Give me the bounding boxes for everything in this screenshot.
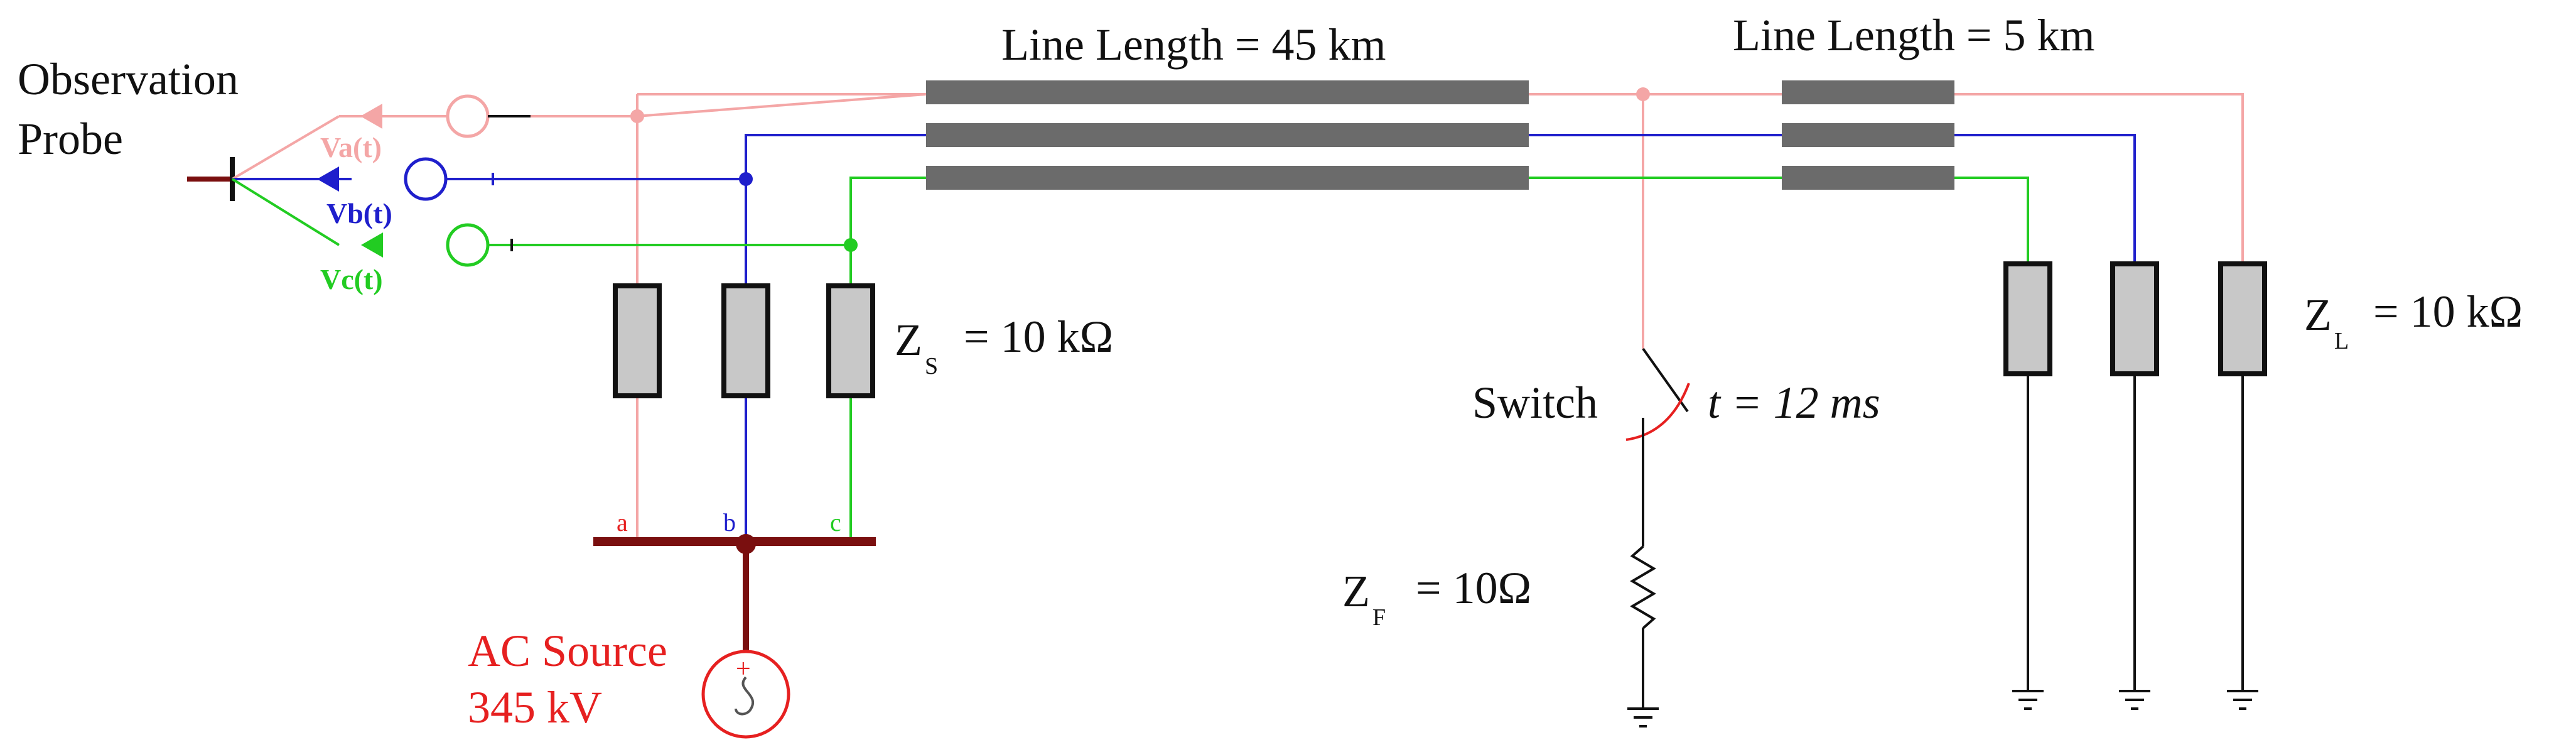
probe-title-line2: Probe (18, 114, 123, 164)
zs-phase-a (613, 283, 662, 398)
zs-phase-b (721, 283, 770, 398)
line2-length-label: Line Length = 5 km (1733, 10, 2095, 60)
source-polarity: + (736, 655, 751, 684)
voltmeter-b-icon (317, 157, 494, 201)
zf-value: = 10Ω (1416, 563, 1531, 613)
zf-symbol: Z (1342, 566, 1370, 616)
bus-terminal-c: c (830, 508, 841, 537)
phase-a-junction-1 (630, 109, 644, 123)
line1-length-label: Line Length = 45 km (1001, 19, 1386, 70)
bus-terminal-b: b (723, 508, 736, 537)
line2-phase-c-body (1782, 166, 1954, 190)
line2-phase-b-body (1782, 123, 1954, 147)
voltmeter-a-icon (339, 94, 531, 138)
zl-phase-c (2003, 261, 2052, 376)
ground-icon (2227, 690, 2258, 710)
voltmeter-c-icon (361, 223, 513, 267)
zf-subscript: F (1372, 604, 1386, 631)
line2-phase-a-body (1782, 80, 1954, 104)
zs-value: = 10 kΩ (964, 312, 1113, 362)
zl-symbol: Z (2304, 290, 2332, 340)
zl-subscript: L (2334, 328, 2349, 354)
probe-signal-a: Va(t) (320, 131, 382, 163)
zs-symbol: Z (895, 315, 922, 365)
phase-c-junction (844, 238, 858, 252)
fault-branch-wiring (1627, 418, 1659, 727)
source-impedances (613, 283, 875, 398)
phase-b-junction (739, 172, 753, 186)
bus-terminal-a: a (617, 508, 628, 537)
zs-subscript: S (925, 353, 938, 379)
probe-signal-c: Vc(t) (320, 263, 383, 295)
phase-a-wiring (434, 93, 2244, 542)
fault-switch-icon (1625, 347, 1690, 441)
phase-a-junction-2 (1636, 87, 1650, 101)
probe-signal-b: Vb(t) (326, 197, 392, 229)
line1-phase-b-body (926, 123, 1529, 147)
load-ground-wiring (2027, 374, 2244, 691)
phase-c-wiring (487, 177, 2029, 542)
transmission-line-5km (1782, 80, 1954, 190)
zl-value: = 10 kΩ (2373, 286, 2523, 337)
zl-phase-a (2218, 261, 2267, 376)
source-label-1: AC Source (468, 626, 667, 676)
phase-b-wiring (446, 134, 2136, 542)
ground-icon (2119, 690, 2150, 710)
probe-title-line1: Observation (18, 54, 239, 104)
switch-label: Switch (1472, 378, 1598, 428)
line1-phase-a-body (926, 80, 1529, 104)
source-label-2: 345 kV (468, 682, 602, 733)
load-impedances (2003, 261, 2267, 376)
ground-icon (2012, 690, 2044, 710)
ac-source-icon: + (701, 650, 790, 739)
fault-resistor-icon (1630, 545, 1656, 629)
zs-phase-c (826, 283, 875, 398)
switch-time: t = 12 ms (1708, 378, 1880, 428)
probe-icon (187, 115, 352, 246)
line1-phase-c-body (926, 166, 1529, 190)
transmission-line-45km (926, 80, 1529, 190)
zl-phase-b (2110, 261, 2159, 376)
